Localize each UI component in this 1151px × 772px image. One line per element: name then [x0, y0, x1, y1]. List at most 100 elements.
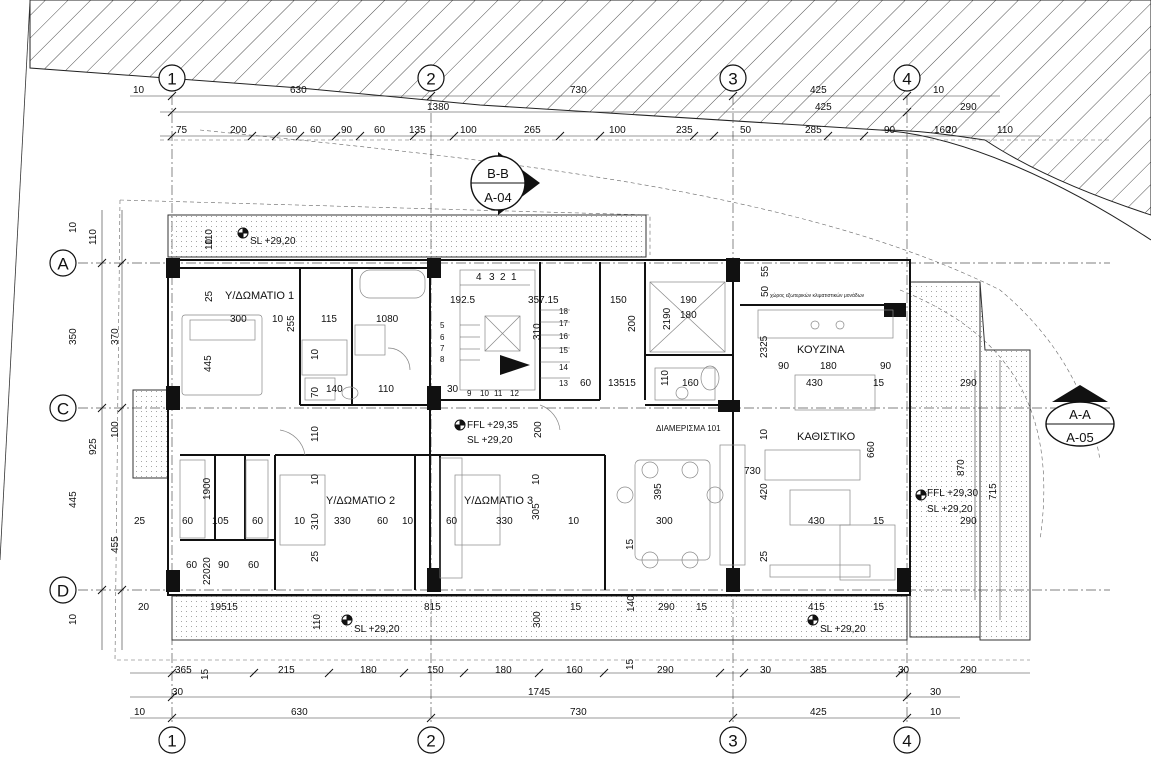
svg-text:60: 60	[252, 516, 264, 527]
svg-text:415: 415	[808, 602, 825, 613]
svg-text:290: 290	[960, 665, 977, 676]
svg-text:15: 15	[696, 602, 708, 613]
grid-bubbles	[49, 64, 921, 754]
svg-text:15: 15	[200, 668, 211, 680]
terraces	[132, 214, 1031, 641]
svg-text:330: 330	[334, 516, 351, 527]
svg-text:2325: 2325	[759, 335, 770, 358]
svg-text:10: 10	[294, 516, 306, 527]
svg-text:310: 310	[310, 513, 321, 530]
svg-text:10: 10	[204, 238, 215, 250]
grid-row-d: D	[57, 582, 69, 601]
svg-text:2190: 2190	[662, 307, 673, 330]
svg-text:730: 730	[570, 707, 587, 718]
svg-text:290: 290	[960, 102, 977, 113]
svg-text:420: 420	[759, 483, 770, 500]
svg-text:10: 10	[480, 389, 489, 398]
svg-text:445: 445	[203, 355, 214, 372]
svg-text:330: 330	[496, 516, 513, 527]
svg-text:425: 425	[810, 85, 827, 96]
svg-text:290: 290	[960, 516, 977, 527]
svg-text:110: 110	[997, 125, 1013, 136]
svg-text:55: 55	[760, 265, 771, 277]
svg-text:110: 110	[660, 370, 671, 386]
level-sl-bottom-left: SL +29,20	[354, 624, 400, 635]
svg-text:10: 10	[930, 707, 942, 718]
svg-text:1: 1	[511, 272, 517, 283]
svg-text:10: 10	[272, 314, 284, 325]
construction-lines	[114, 129, 1110, 661]
svg-text:370: 370	[110, 328, 121, 345]
section-marker-aa: A-A A-05	[1045, 385, 1115, 447]
svg-text:110: 110	[378, 384, 394, 395]
svg-text:3: 3	[489, 272, 495, 283]
svg-text:30: 30	[898, 665, 910, 676]
svg-text:160: 160	[566, 665, 583, 676]
room-label-living: ΚΑΘΙΣΤΙΚΟ	[797, 431, 856, 443]
svg-text:10: 10	[759, 428, 770, 440]
svg-text:255: 255	[286, 315, 297, 332]
svg-text:715: 715	[988, 483, 999, 500]
level-ffl-center: FFL +29,35	[467, 420, 518, 431]
stair-steps	[460, 284, 570, 379]
svg-text:10: 10	[310, 473, 321, 485]
svg-text:1900: 1900	[202, 477, 213, 500]
grid-col-4-top: 4	[902, 70, 911, 89]
svg-text:100: 100	[110, 421, 121, 438]
site-boundary-curve	[879, 129, 1151, 241]
svg-text:11: 11	[494, 389, 503, 398]
columns	[166, 258, 911, 592]
svg-text:20: 20	[138, 602, 150, 613]
svg-text:100: 100	[460, 125, 477, 136]
svg-text:15: 15	[873, 602, 885, 613]
level-sl-center: SL +29,20	[467, 435, 513, 446]
level-sl-top: SL +29,20	[250, 236, 296, 247]
svg-text:6: 6	[440, 333, 445, 342]
svg-text:180: 180	[680, 310, 697, 321]
svg-text:10: 10	[310, 348, 321, 360]
svg-text:190: 190	[680, 295, 697, 306]
svg-text:75: 75	[176, 125, 188, 136]
svg-text:235: 235	[676, 125, 693, 136]
furniture	[179, 269, 896, 581]
svg-text:90: 90	[778, 361, 790, 372]
dims-top-3: 75 200 60 60 90 60 135 100 265 100 235 5…	[176, 125, 1013, 136]
svg-text:18: 18	[559, 307, 568, 316]
room-label-bedroom-2: Υ/ΔΩΜΑΤΙΟ 2	[326, 495, 395, 507]
svg-text:15: 15	[625, 658, 636, 670]
svg-text:60: 60	[377, 516, 389, 527]
svg-text:425: 425	[815, 102, 832, 113]
svg-text:285: 285	[805, 125, 822, 136]
grid-col-3-bottom: 3	[728, 732, 737, 751]
svg-text:50: 50	[740, 125, 752, 136]
grid-col-2-top: 2	[426, 70, 435, 89]
section-aa-sheet: A-05	[1066, 430, 1093, 445]
section-bb-sheet: A-04	[484, 190, 511, 205]
svg-text:25: 25	[310, 550, 321, 562]
dims-bottom-3: 10 630 730 425 10	[134, 707, 942, 718]
svg-text:90: 90	[341, 125, 353, 136]
svg-text:160: 160	[682, 378, 699, 389]
svg-text:455: 455	[110, 536, 121, 553]
svg-text:630: 630	[290, 85, 307, 96]
svg-text:357.15: 357.15	[528, 295, 559, 306]
dimension-ticks	[97, 91, 912, 723]
svg-text:60: 60	[248, 560, 260, 571]
svg-text:9: 9	[467, 389, 472, 398]
svg-text:15: 15	[559, 346, 568, 355]
svg-text:110: 110	[312, 614, 323, 630]
svg-text:15: 15	[873, 516, 885, 527]
svg-text:265: 265	[524, 125, 541, 136]
svg-text:870: 870	[956, 459, 967, 476]
svg-text:60: 60	[286, 125, 298, 136]
svg-text:8: 8	[440, 355, 445, 364]
section-marker-bb: B-B A-04	[470, 152, 540, 215]
svg-text:22020: 22020	[202, 557, 213, 585]
svg-text:13515: 13515	[608, 378, 636, 389]
svg-text:10: 10	[133, 85, 145, 96]
dims-top-2: 1380 425 290	[427, 102, 977, 113]
svg-text:17: 17	[559, 319, 568, 328]
svg-text:19515: 19515	[210, 602, 238, 613]
svg-text:2: 2	[500, 272, 506, 283]
svg-text:50: 50	[760, 285, 771, 297]
